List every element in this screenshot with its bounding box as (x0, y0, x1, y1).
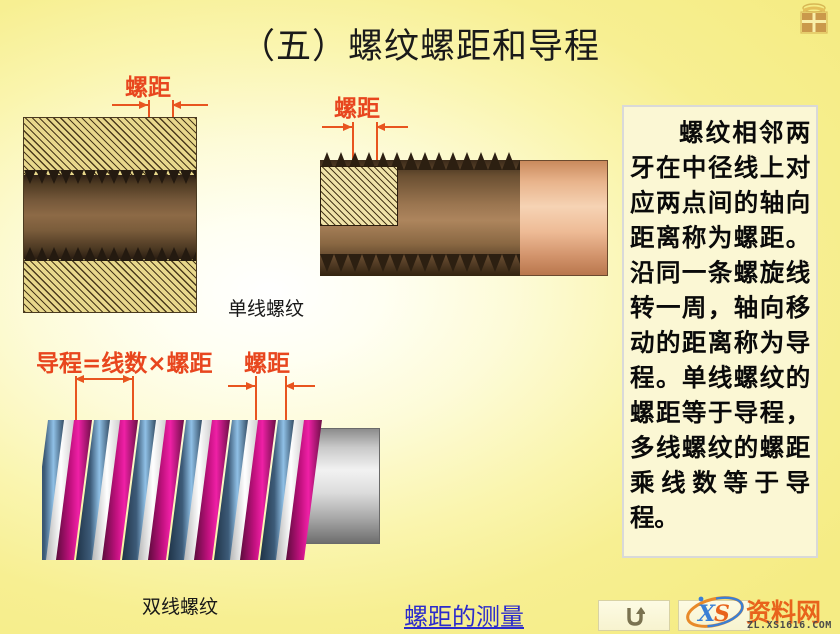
double-start-thread-diagram (42, 404, 380, 576)
dimension-line (75, 378, 132, 380)
dimension-arrow (123, 375, 132, 383)
watermark-url: ZL.XS1616.COM (747, 620, 832, 631)
extension-line (285, 376, 287, 434)
dimension-arrow (246, 382, 255, 390)
external-thread-bolt-diagram (320, 148, 608, 288)
thread-teeth-lower (24, 247, 196, 261)
dimension-line (322, 126, 352, 128)
pitch-measurement-link[interactable]: 螺距的测量 (404, 603, 524, 631)
dimension-arrow (343, 123, 352, 131)
dimension-arrow (376, 123, 385, 131)
double-start-thread-caption: 双线螺纹 (142, 596, 219, 618)
dimension-line (172, 104, 208, 106)
description-text: 螺纹相邻两牙在中径线上对应两点间的轴向距离称为螺距。沿同一条螺旋线转一周，轴向移… (630, 118, 810, 532)
dimension-line (228, 385, 255, 387)
return-arrow-icon (627, 607, 645, 626)
description-textbox: 螺纹相邻两牙在中径线上对应两点间的轴向距离称为螺距。沿同一条螺旋线转一周，轴向移… (622, 105, 818, 558)
dimension-arrow (172, 101, 181, 109)
single-start-thread-caption: 单线螺纹 (228, 298, 305, 320)
pitch-dimension-label-internal: 螺距 (125, 75, 171, 101)
thread-core-surface (24, 175, 196, 259)
dimension-line (285, 385, 315, 387)
book-emblem-logo-icon (795, 2, 833, 36)
pitch-dimension-label-external: 螺距 (334, 96, 380, 122)
watermark-name: 资料网 (746, 598, 822, 627)
page-title: （五）螺纹螺距和导程 (239, 27, 600, 67)
extension-line (376, 122, 378, 170)
thread-crest-lower (320, 254, 520, 272)
extension-line (75, 376, 77, 442)
thread-teeth-upper (24, 170, 196, 184)
dimension-arrow (75, 375, 84, 383)
lead-dimension-label: 导程=线数×螺距 (36, 351, 213, 377)
thread-crest-upper (320, 152, 520, 170)
cutaway-hatch-region (320, 166, 398, 226)
dimension-line (376, 126, 408, 128)
dimension-arrow (285, 382, 294, 390)
extension-line (352, 122, 354, 170)
extension-line (255, 376, 257, 434)
bolt-plain-shank-end (518, 160, 608, 276)
dimension-line (112, 104, 148, 106)
dimension-arrow (139, 101, 148, 109)
extension-line (132, 376, 134, 442)
internal-thread-section-diagram (23, 117, 197, 313)
return-nav-button[interactable] (598, 600, 670, 631)
next-nav-button[interactable] (678, 600, 750, 631)
double-helix-threads (42, 420, 322, 560)
pitch-dimension-label-double: 螺距 (244, 351, 290, 377)
